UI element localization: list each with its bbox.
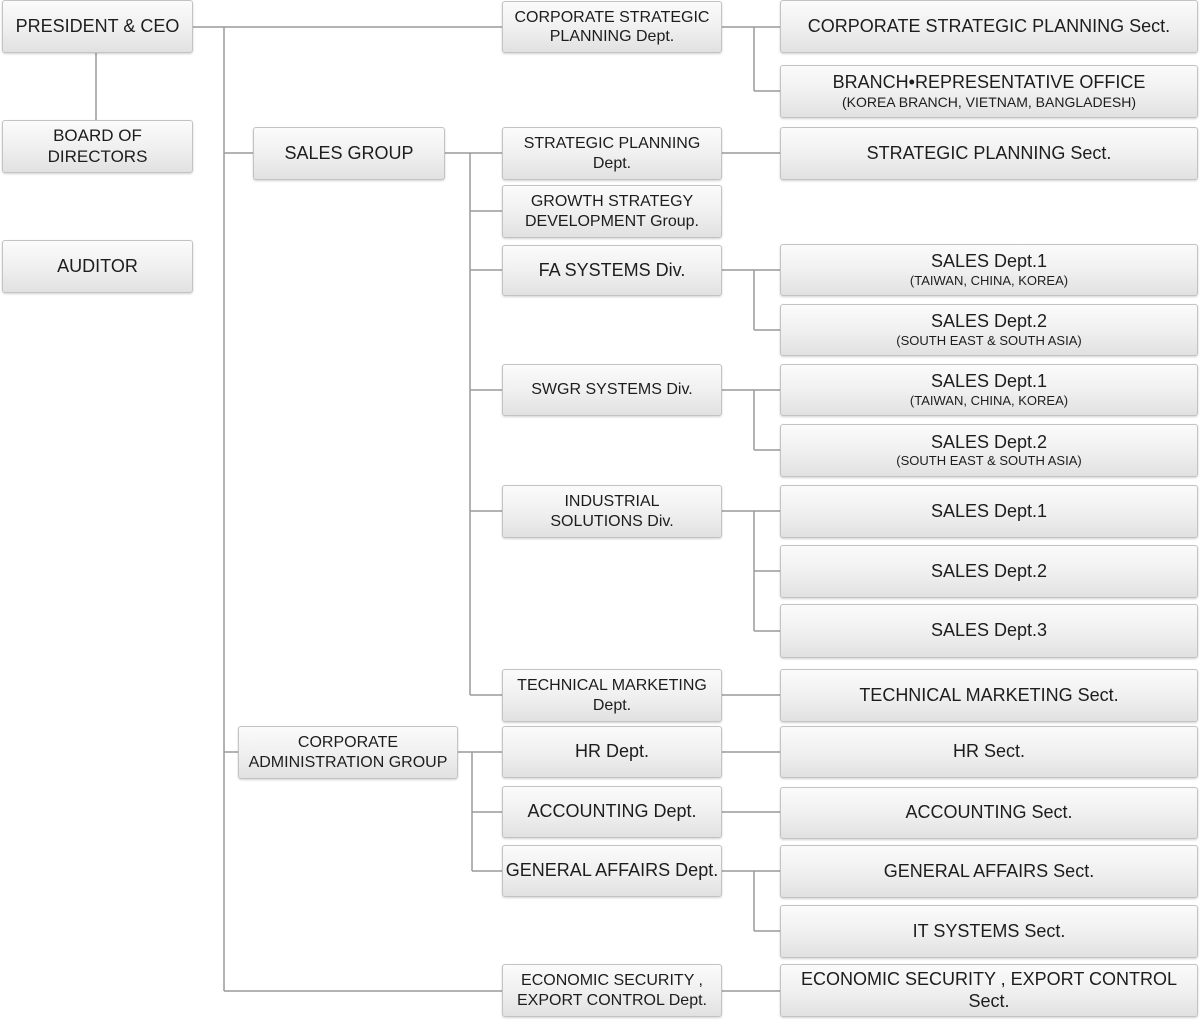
branch-office-label: BRANCH•REPRESENTATIVE OFFICE xyxy=(832,71,1146,92)
swgr-sales-dept1-label: SALES Dept.1 xyxy=(930,371,1048,392)
es-sect-box: ECONOMIC SECURITY , EXPORT CONTROL Sect. xyxy=(780,964,1198,1017)
es-dept-label-1: ECONOMIC SECURITY , xyxy=(521,972,703,990)
es-dept-label-2: EXPORT CONTROL Dept. xyxy=(517,991,707,1009)
fa-sales-dept2-label: SALES Dept.2 xyxy=(930,311,1048,332)
fa-sales-dept1-box: SALES Dept.1 (TAIWAN, CHINA, KOREA) xyxy=(780,244,1198,296)
fa-systems-div-label: FA SYSTEMS Div. xyxy=(538,259,686,280)
swgr-sales-dept1-sub: (TAIWAN, CHINA, KOREA) xyxy=(909,392,1069,408)
csp-dept-label-1: CORPORATE STRATEGIC xyxy=(514,8,710,26)
economic-security-dept-box: ECONOMIC SECURITY , EXPORT CONTROL Dept. xyxy=(502,964,722,1017)
growth-label-2: DEVELOPMENT Group. xyxy=(525,212,699,230)
admin-group-label-2: ADMINISTRATION GROUP xyxy=(248,753,448,771)
auditor-label: AUDITOR xyxy=(57,255,138,276)
admin-group-box: CORPORATE ADMINISTRATION GROUP xyxy=(238,726,458,779)
accounting-sect-label: ACCOUNTING Sect. xyxy=(905,802,1073,823)
tm-dept-label-1: TECHNICAL MARKETING xyxy=(517,677,707,695)
general-affairs-dept-box: GENERAL AFFAIRS Dept. xyxy=(502,845,722,897)
sp-dept-label-2: Dept. xyxy=(592,154,632,172)
is-sales-dept1-label: SALES Dept.1 xyxy=(930,500,1048,521)
auditor-box: AUDITOR xyxy=(2,240,193,293)
csp-sect-box: CORPORATE STRATEGIC PLANNING Sect. xyxy=(780,0,1198,53)
tm-sect-box: TECHNICAL MARKETING Sect. xyxy=(780,669,1198,722)
corporate-strategic-planning-dept-box: CORPORATE STRATEGIC PLANNING Dept. xyxy=(502,1,722,53)
admin-group-label-1: CORPORATE xyxy=(297,734,399,752)
fa-systems-div-box: FA SYSTEMS Div. xyxy=(502,245,722,296)
hr-dept-box: HR Dept. xyxy=(502,726,722,778)
swgr-sales-dept2-box: SALES Dept.2 (SOUTH EAST & SOUTH ASIA) xyxy=(780,424,1198,477)
general-affairs-sect-box: GENERAL AFFAIRS Sect. xyxy=(780,845,1198,898)
technical-marketing-dept-box: TECHNICAL MARKETING Dept. xyxy=(502,669,722,722)
is-sales-dept2-box: SALES Dept.2 xyxy=(780,545,1198,598)
fa-sales-dept1-label: SALES Dept.1 xyxy=(930,251,1048,272)
swgr-sales-dept1-box: SALES Dept.1 (TAIWAN, CHINA, KOREA) xyxy=(780,364,1198,416)
es-sect-label: ECONOMIC SECURITY , EXPORT CONTROL Sect. xyxy=(800,968,1178,1011)
fa-sales-dept1-sub: (TAIWAN, CHINA, KOREA) xyxy=(909,272,1069,288)
csp-sect-label: CORPORATE STRATEGIC PLANNING Sect. xyxy=(807,15,1171,36)
sales-group-label: SALES GROUP xyxy=(284,142,414,163)
industrial-solutions-div-box: INDUSTRIAL SOLUTIONS Div. xyxy=(502,485,722,538)
is-sales-dept2-label: SALES Dept.2 xyxy=(930,560,1048,581)
board-of-directors-label: BOARD OF DIRECTORS xyxy=(47,126,148,166)
sp-sect-label: STRATEGIC PLANNING Sect. xyxy=(866,142,1112,163)
sales-group-box: SALES GROUP xyxy=(253,127,445,180)
growth-strategy-group-box: GROWTH STRATEGY DEVELOPMENT Group. xyxy=(502,185,722,238)
general-affairs-dept-label: GENERAL AFFAIRS Dept. xyxy=(505,860,719,881)
is-sales-dept3-box: SALES Dept.3 xyxy=(780,604,1198,658)
it-systems-sect-label: IT SYSTEMS Sect. xyxy=(912,920,1066,941)
it-systems-sect-box: IT SYSTEMS Sect. xyxy=(780,905,1198,958)
swgr-systems-div-box: SWGR SYSTEMS Div. xyxy=(502,364,722,416)
tm-dept-label-2: Dept. xyxy=(592,696,632,714)
sp-dept-label-1: STRATEGIC PLANNING xyxy=(523,135,701,153)
csp-dept-label-2: PLANNING Dept. xyxy=(549,28,675,45)
is-sales-dept3-label: SALES Dept.3 xyxy=(930,620,1048,641)
accounting-dept-box: ACCOUNTING Dept. xyxy=(502,786,722,838)
general-affairs-sect-label: GENERAL AFFAIRS Sect. xyxy=(883,860,1095,881)
accounting-sect-box: ACCOUNTING Sect. xyxy=(780,787,1198,839)
board-of-directors-box: BOARD OF DIRECTORS xyxy=(2,120,193,173)
fa-sales-dept2-box: SALES Dept.2 (SOUTH EAST & SOUTH ASIA) xyxy=(780,304,1198,356)
accounting-dept-label: ACCOUNTING Dept. xyxy=(527,801,697,822)
swgr-sales-dept2-sub: (SOUTH EAST & SOUTH ASIA) xyxy=(896,453,1082,469)
fa-sales-dept2-sub: (SOUTH EAST & SOUTH ASIA) xyxy=(896,332,1082,348)
swgr-sales-dept2-label: SALES Dept.2 xyxy=(930,431,1048,452)
president-ceo-box: PRESIDENT & CEO xyxy=(2,0,193,53)
hr-sect-box: HR Sect. xyxy=(780,726,1198,778)
growth-label-1: GROWTH STRATEGY xyxy=(530,193,694,211)
is-sales-dept1-box: SALES Dept.1 xyxy=(780,485,1198,538)
is-div-label-2: SOLUTIONS Div. xyxy=(550,512,674,530)
hr-dept-label: HR Dept. xyxy=(574,741,650,762)
branch-office-box: BRANCH•REPRESENTATIVE OFFICE (KOREA BRAN… xyxy=(780,65,1198,118)
swgr-systems-div-label: SWGR SYSTEMS Div. xyxy=(531,381,693,399)
branch-office-sub: (KOREA BRANCH, VIETNAM, BANGLADESH) xyxy=(841,93,1137,110)
hr-sect-label: HR Sect. xyxy=(952,741,1026,762)
is-div-label-1: INDUSTRIAL xyxy=(564,493,660,511)
strategic-planning-dept-box: STRATEGIC PLANNING Dept. xyxy=(502,127,722,180)
president-ceo-label: PRESIDENT & CEO xyxy=(15,15,180,36)
sp-sect-box: STRATEGIC PLANNING Sect. xyxy=(780,127,1198,180)
tm-sect-label: TECHNICAL MARKETING Sect. xyxy=(859,684,1119,705)
